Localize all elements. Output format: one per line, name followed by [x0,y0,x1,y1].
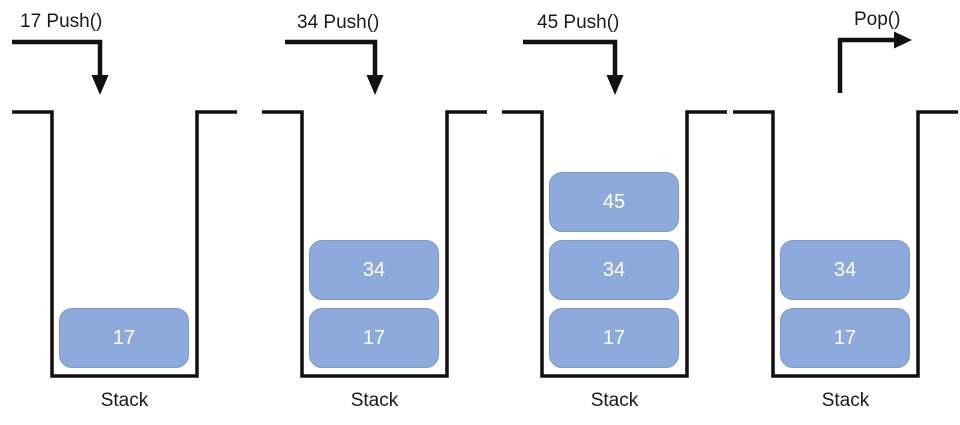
stack-block-value: 34 [362,258,386,281]
operation-label: 34 Push() [297,12,380,33]
stack-block-value: 45 [602,190,626,213]
stack-block-value: 17 [602,326,626,349]
push-arrow-icon [285,39,384,95]
stack-container-outline [12,110,237,378]
stack-block: 17 [549,308,679,368]
stack-container-outline [262,110,487,378]
stack-caption: Stack [590,390,639,411]
operation-label: Pop() [854,9,901,30]
stack-block: 34 [309,240,439,300]
stack-panel-3: 45 Push() 45 34 17 Stack [502,0,727,425]
stack-caption: Stack [350,390,399,411]
stack-block-value: 17 [362,326,386,349]
stack-block-value: 34 [602,258,626,281]
stack-caption: Stack [821,390,870,411]
stack-block: 17 [780,308,910,368]
stack-block-value: 34 [833,258,857,281]
stack-block: 17 [59,308,189,368]
stack-container-outline [733,110,958,378]
stack-panel-4: Pop() 34 17 Stack [733,0,958,425]
stack-block-value: 17 [833,326,857,349]
operation-label: 17 Push() [20,11,103,32]
stack-container-outline [502,110,727,378]
stack-block: 34 [549,240,679,300]
stack-block: 17 [309,308,439,368]
stack-block-value: 17 [112,326,136,349]
stack-block: 45 [549,172,679,232]
stack-panel-1: 17 Push() 17 Stack [12,0,237,425]
pop-arrow-icon [837,31,912,93]
push-arrow-icon [523,39,624,95]
stack-caption: Stack [100,390,149,411]
push-arrow-icon [12,39,109,95]
operation-label: 45 Push() [537,12,620,33]
stack-block: 34 [780,240,910,300]
stack-panel-2: 34 Push() 34 17 Stack [262,0,487,425]
